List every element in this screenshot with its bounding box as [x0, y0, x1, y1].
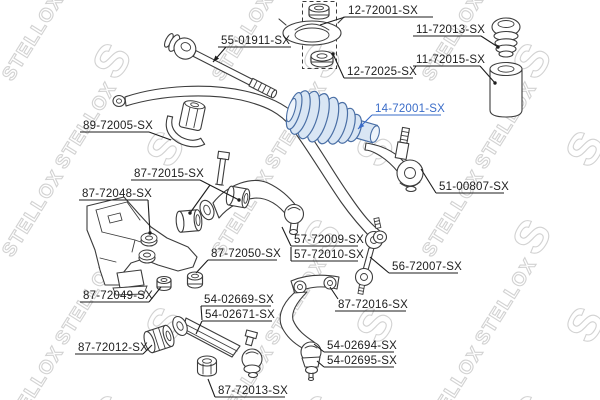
part-label-87-72016-SX: 87-72016-SX: [338, 299, 408, 311]
watermark-logo-s: S: [554, 298, 600, 352]
strut-mount-drawing: [278, 1, 345, 69]
part-label-57-72010-SX: 57-72010-SX: [294, 249, 364, 261]
watermark-text: STELLOX: [0, 342, 68, 400]
inner-tie-rod-drawing: [163, 32, 278, 99]
upper-arm-bushing-rear-drawing: [175, 209, 203, 233]
watermark-text: STELLOX: [0, 166, 68, 260]
subframe-nut-87-72049-drawing: [156, 275, 172, 292]
bushing-87-72050-drawing: [186, 271, 204, 289]
part-labels-layer: 12-72001-SX 55-01911-SX 11-72013-SX 11-7201…: [75, 5, 509, 398]
watermark-logo-s: S: [501, 386, 561, 400]
watermark-logo-s: S: [291, 386, 351, 400]
upper-arm-bushing-front-drawing: [225, 185, 251, 209]
part-label-51-00807-SX: 51-00807-SX: [439, 181, 509, 193]
bump-stop-drawing: [491, 17, 521, 58]
front-lower-arm-drawing: [172, 315, 263, 379]
watermark-logo-s: S: [81, 386, 141, 400]
bushing-87-72012-drawing: [143, 324, 175, 354]
part-label-14-72001-SX[interactable]: 14-72001-SX: [375, 103, 445, 115]
watermark-text: STELLOX: [418, 0, 488, 85]
stabilizer-bushing-drawing: [165, 100, 206, 148]
part-label-12-72025-SX: 12-72025-SX: [347, 66, 417, 78]
upper-arm-bolt-drawing: [214, 150, 230, 186]
part-label-54-02695-SX: 54-02695-SX: [327, 355, 397, 367]
watermark-text: STELLOX: [0, 0, 68, 85]
part-label-55-01911-SX: 55-01911-SX: [221, 35, 290, 47]
watermark-logo-s: S: [81, 34, 141, 88]
tie-rod-end-drawing: [364, 126, 424, 193]
part-label-87-72048-SX: 87-72048-SX: [82, 188, 152, 200]
watermark-text: STELLOX: [418, 342, 488, 400]
dust-cover-drawing: [489, 61, 523, 118]
part-label-11-72015-SX: 11-72015-SX: [416, 54, 485, 66]
part-label-11-72013-SX: 11-72013-SX: [416, 24, 485, 36]
part-label-87-72050-SX: 87-72050-SX: [211, 248, 281, 260]
stabilizer-link-drawing: [354, 217, 388, 295]
watermark-logo-s: S: [554, 122, 600, 176]
part-label-54-02671-SX: 54-02671-SX: [205, 309, 275, 321]
part-label-57-72009-SX: 57-72009-SX: [294, 234, 364, 246]
part-label-87-72013-SX: 87-72013-SX: [218, 385, 288, 397]
part-label-54-02694-SX: 54-02694-SX: [327, 340, 397, 352]
part-label-12-72001-SX: 12-72001-SX: [348, 5, 418, 17]
bushing-87-72013-drawing: [196, 355, 218, 377]
watermark-text: STELLOX: [471, 254, 541, 348]
part-label-87-72049-SX: 87-72049-SX: [83, 290, 153, 302]
part-label-56-72007-SX: 56-72007-SX: [392, 261, 462, 273]
rear-lower-arm-drawing: [279, 274, 340, 382]
steering-rack-boot-drawing: [285, 90, 380, 145]
part-label-89-72005-SX: 89-72005-SX: [83, 120, 153, 132]
part-label-54-02669-SX: 54-02669-SX: [204, 294, 274, 306]
subframe-drawing: [86, 196, 198, 296]
watermark-logo-s: S: [501, 210, 561, 264]
part-label-87-72012-SX: 87-72012-SX: [78, 342, 148, 354]
part-label-87-72015-SX: 87-72015-SX: [134, 168, 204, 180]
